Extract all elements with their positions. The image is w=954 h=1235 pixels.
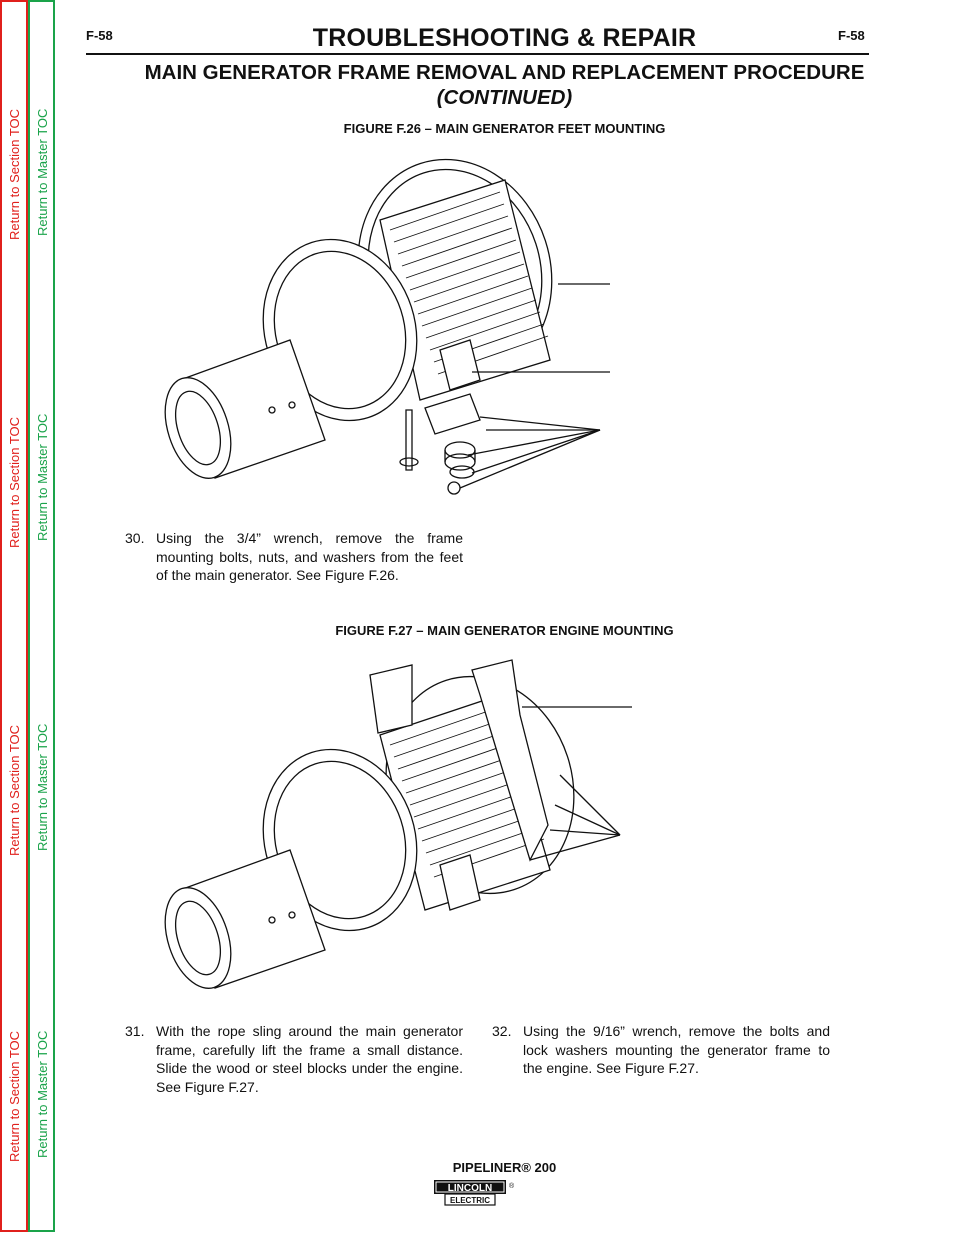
step-30: 30. Using the 3/4” wrench, remove the fr… [125,529,463,585]
return-to-section-toc-link-3[interactable]: Return to Section TOC [7,724,22,856]
logo-registered-mark: ® [509,1182,515,1190]
step-31-text: With the rope sling around the main gene… [156,1023,463,1095]
step-30-text: Using the 3/4” wrench, remove the frame … [156,530,463,583]
figure-27-caption: FIGURE F.27 – MAIN GENERATOR ENGINE MOUN… [335,623,674,638]
figure-27-generator-engine-illustration [164,659,632,989]
procedure-title: MAIN GENERATOR FRAME REMOVAL AND REPLACE… [144,61,865,84]
step-32-number: 32. [492,1023,512,1039]
procedure-continued: (CONTINUED) [436,86,573,109]
return-to-section-toc-link-2[interactable]: Return to Section TOC [7,416,22,548]
section-toc-border [0,0,28,1232]
return-to-master-toc-link-4[interactable]: Return to Master TOC [35,1030,50,1158]
page-number-left: F-58 [86,28,113,43]
step-32: 32. Using the 9/16” wrench, remove the b… [492,1022,830,1078]
page-title: TROUBLESHOOTING & REPAIR [312,24,697,52]
lincoln-electric-logo: LINCOLN ELECTRIC ® [434,1180,515,1206]
figure-26-generator-feet-illustration [164,158,610,495]
step-30-number: 30. [125,530,145,546]
logo-top-text: LINCOLN [448,1183,492,1194]
procedure-heading: MAIN GENERATOR FRAME REMOVAL AND REPLACE… [55,60,954,110]
step-31: 31. With the rope sling around the main … [125,1022,463,1096]
return-to-section-toc-link-4[interactable]: Return to Section TOC [7,1030,22,1162]
step-32-text: Using the 9/16” wrench, remove the bolts… [523,1023,830,1076]
step-31-number: 31. [125,1023,145,1039]
logo-bottom-text: ELECTRIC [450,1196,490,1205]
header-rule [86,53,869,55]
master-toc-border [28,0,55,1232]
figure-26-caption: FIGURE F.26 – MAIN GENERATOR FEET MOUNTI… [343,121,666,136]
return-to-master-toc-link-2[interactable]: Return to Master TOC [35,413,50,541]
return-to-master-toc-link-3[interactable]: Return to Master TOC [35,723,50,851]
product-model-footer: PIPELINER® 200 [452,1160,557,1175]
page-number-right: F-58 [838,28,865,43]
